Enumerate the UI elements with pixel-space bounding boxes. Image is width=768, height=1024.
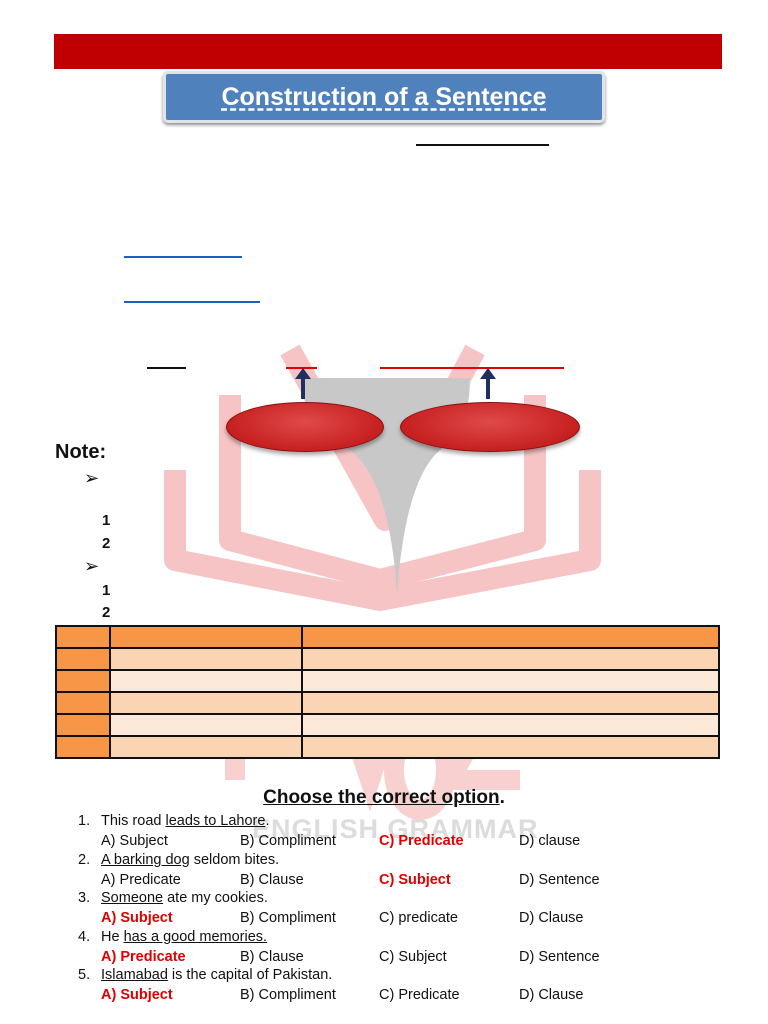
table-header-row — [55, 625, 720, 649]
question-underlined: has a good memories. — [123, 929, 268, 945]
table-row — [55, 713, 720, 737]
question-underlined: leads to Lahore — [165, 813, 266, 829]
header-bar — [54, 34, 722, 69]
question-number: 4. — [78, 929, 91, 945]
list-number: 2 — [102, 604, 111, 621]
question-pre: This road — [101, 813, 166, 829]
answer-option: D) clause — [519, 833, 581, 849]
list-number: 2 — [102, 535, 111, 552]
subject-oval — [226, 402, 384, 452]
blank-line-2 — [124, 256, 242, 258]
answer-option: B) Compliment — [240, 987, 336, 1003]
blank-line-3 — [124, 301, 260, 303]
answer-option: B) Compliment — [240, 833, 336, 849]
answer-option: C) predicate — [379, 910, 458, 926]
quiz-title: Choose the correct option. — [0, 787, 768, 809]
watermark-text: ENGLISH GRAMMAR — [252, 814, 539, 844]
question-text: 1. This road leads to Lahore. — [78, 813, 269, 829]
bullet-arrow-icon: ➢ — [84, 556, 100, 576]
list-number: 1 — [102, 512, 111, 529]
correct-answer-option: A) Predicate — [101, 949, 186, 965]
table-row — [55, 735, 720, 759]
answer-option: A) Predicate — [101, 872, 181, 888]
question-number: 5. — [78, 967, 91, 983]
answer-option: B) Clause — [240, 949, 304, 965]
note-label: Note: — [55, 441, 107, 463]
correct-answer-option: A) Subject — [101, 910, 173, 926]
question-underlined: Islamabad — [101, 967, 168, 983]
question-number: 2. — [78, 852, 91, 868]
title-box: Construction of a Sentence — [163, 71, 605, 123]
correct-answer-option: C) Predicate — [379, 833, 464, 849]
predicate-oval — [400, 402, 580, 452]
question-post: . — [265, 813, 270, 829]
blank-line-4 — [147, 367, 186, 369]
answer-option: D) Clause — [519, 987, 584, 1003]
quiz-title-suffix: . — [499, 787, 505, 808]
blank-line-5 — [286, 367, 317, 369]
question-underlined: Someone — [101, 890, 164, 906]
table-row — [55, 691, 720, 715]
table-row — [55, 669, 720, 693]
table-row — [55, 647, 720, 671]
answer-option: C) Predicate — [379, 987, 460, 1003]
question-post: is the capital of Pakistan. — [167, 967, 333, 983]
question-number: 1. — [78, 813, 91, 829]
answer-option: B) Compliment — [240, 910, 336, 926]
question-pre: He — [101, 929, 124, 945]
correct-answer-option: C) Subject — [379, 872, 451, 888]
summary-table — [55, 625, 720, 759]
question-post: ate my cookies. — [163, 890, 268, 906]
question-post: seldom bites. — [189, 852, 280, 868]
question-text: 3. Someone ate my cookies. — [78, 890, 268, 906]
quiz-title-text: Choose the correct option — [263, 787, 500, 808]
correct-answer-option: A) Subject — [101, 987, 173, 1003]
answer-option: D) Sentence — [519, 949, 600, 965]
question-underlined: A barking dog — [101, 852, 190, 868]
arrow-up-icon — [295, 368, 311, 399]
blank-line-6 — [380, 367, 564, 369]
answer-option: A) Subject — [101, 833, 168, 849]
question-text: 2. A barking dog seldom bites. — [78, 852, 279, 868]
question-text: 4. He has a good memories. — [78, 929, 267, 945]
answer-option: D) Sentence — [519, 872, 600, 888]
arrow-up-icon — [480, 368, 496, 399]
blank-line-1 — [416, 144, 549, 146]
question-number: 3. — [78, 890, 91, 906]
list-number: 1 — [102, 582, 111, 599]
answer-option: D) Clause — [519, 910, 584, 926]
page-title: Construction of a Sentence — [221, 82, 547, 111]
question-text: 5. Islamabad is the capital of Pakistan. — [78, 967, 332, 983]
answer-option: B) Clause — [240, 872, 304, 888]
answer-option: C) Subject — [379, 949, 447, 965]
bullet-arrow-icon: ➢ — [84, 468, 100, 488]
